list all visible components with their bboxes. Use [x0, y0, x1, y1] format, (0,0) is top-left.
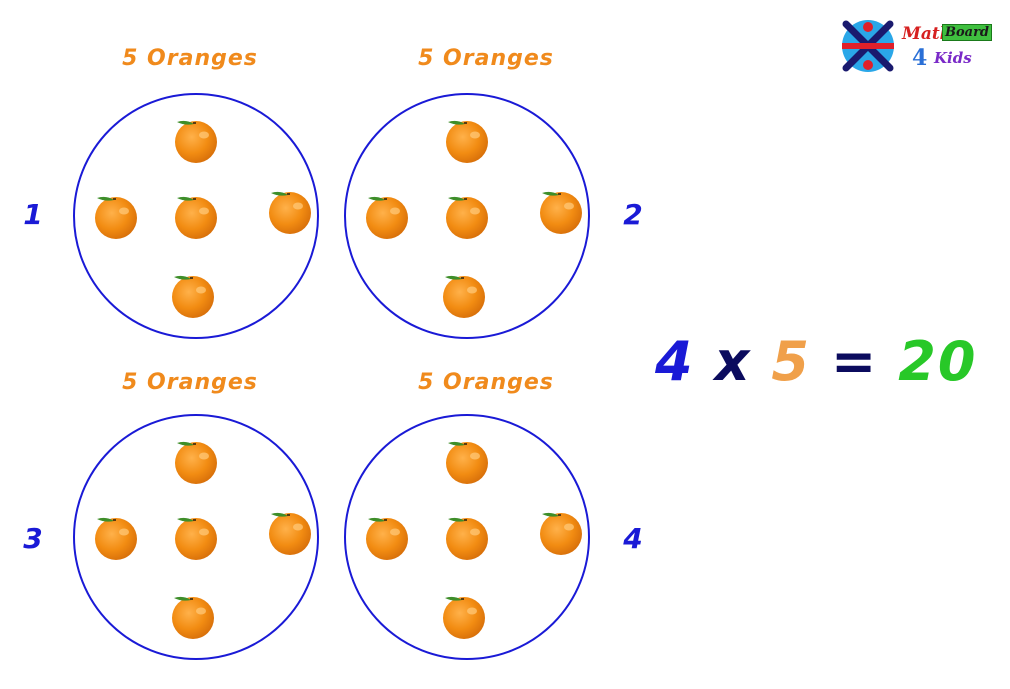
mathboard4kids-logo: Math Board 4 Kids: [840, 18, 993, 78]
equation-equals-sign: =: [831, 330, 879, 393]
group-1-label: 5 Oranges: [122, 46, 258, 71]
orange-fruit-icon: [440, 510, 492, 562]
group-2-number: 2: [623, 198, 643, 231]
orange-fruit-icon: [89, 189, 141, 241]
group-3-label: 5 Oranges: [122, 370, 258, 395]
logo-word-four: 4: [912, 45, 928, 71]
orange-fruit-icon: [166, 589, 218, 641]
orange-fruit-icon: [263, 505, 315, 557]
group-2-label: 5 Oranges: [418, 46, 554, 71]
orange-fruit-icon: [169, 189, 221, 241]
group-4-label: 5 Oranges: [418, 370, 554, 395]
orange-fruit-icon: [440, 434, 492, 486]
group-3-circle: [73, 414, 319, 660]
multiply-cross-logo-icon: [842, 20, 894, 72]
orange-fruit-icon: [437, 589, 489, 641]
logo-word-board: Board: [942, 24, 993, 41]
equation-multiplier: 4: [655, 330, 695, 393]
equation-times-sign: x: [714, 330, 752, 393]
group-1-number: 1: [23, 198, 43, 231]
orange-fruit-icon: [169, 113, 221, 165]
orange-fruit-icon: [437, 268, 489, 320]
logo-word-math: Math: [902, 24, 953, 44]
orange-fruit-icon: [263, 184, 315, 236]
orange-fruit-icon: [89, 510, 141, 562]
orange-fruit-icon: [169, 510, 221, 562]
orange-fruit-icon: [440, 189, 492, 241]
group-4-number: 4: [623, 522, 643, 555]
orange-fruit-icon: [534, 505, 586, 557]
group-4-circle: [344, 414, 590, 660]
group-1-circle: [73, 93, 319, 339]
equation-multiplicand: 5: [771, 330, 811, 393]
orange-fruit-icon: [169, 434, 221, 486]
orange-fruit-icon: [440, 113, 492, 165]
orange-fruit-icon: [360, 189, 412, 241]
group-2-circle: [344, 93, 590, 339]
logo-word-kids: Kids: [934, 49, 972, 67]
orange-fruit-icon: [360, 510, 412, 562]
orange-fruit-icon: [166, 268, 218, 320]
equation-product: 20: [898, 330, 978, 393]
orange-fruit-icon: [534, 184, 586, 236]
group-3-number: 3: [23, 522, 43, 555]
